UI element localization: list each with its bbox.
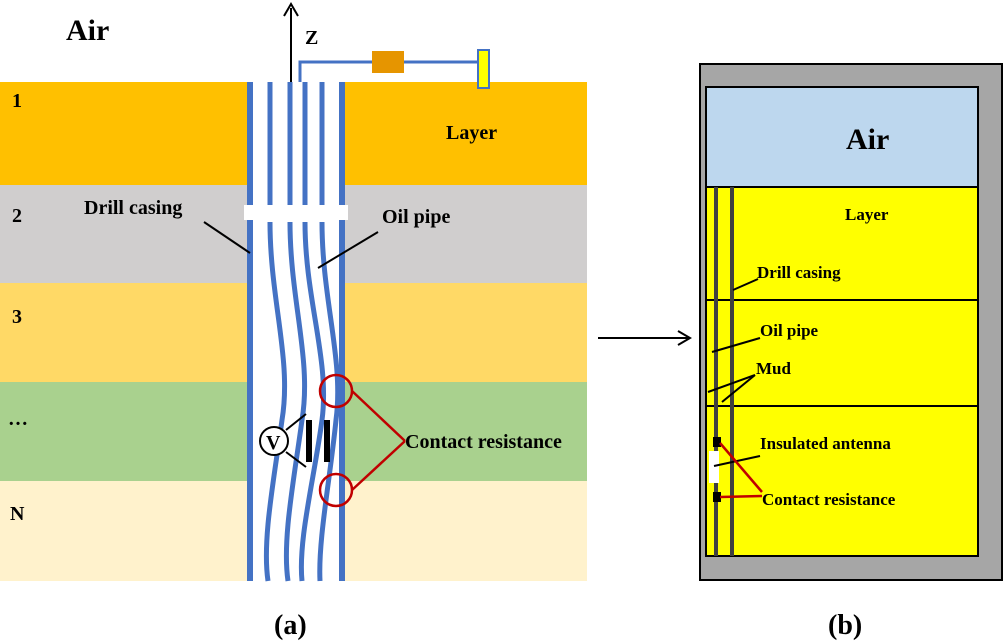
contact-resistance-label-a: Contact resistance <box>405 431 562 453</box>
layer-label-b: Layer <box>845 205 889 224</box>
z-axis <box>283 2 299 82</box>
panel-b: Air Layer Drill casing Oil pipe Mud Insu… <box>699 63 1003 641</box>
mud-leader-right <box>721 374 756 403</box>
air-region-b <box>705 86 979 188</box>
casing-break <box>244 205 348 220</box>
insulated-antenna-label-b: Insulated antenna <box>760 434 891 453</box>
surface-source-box <box>372 51 404 73</box>
surface-electrode <box>477 49 490 89</box>
contact-resistance-label-b: Contact resistance <box>762 490 896 509</box>
oil-pipe <box>263 82 341 582</box>
panel-a: Z Air 1 2 3 … N Layer Drill casing Oil p… <box>0 2 587 641</box>
air-label-b: Air <box>846 123 889 156</box>
drill-casing-label-b: Drill casing <box>757 263 841 282</box>
contact-resistance-lower-b <box>713 492 721 502</box>
air-label-a: Air <box>66 14 109 47</box>
contact-resistance-upper-b <box>713 437 721 447</box>
layer-1-label: 1 <box>12 90 22 112</box>
drill-casing-leader-a <box>203 221 251 254</box>
layer-3-label: 3 <box>12 306 22 328</box>
oil-pipe-line-b <box>714 187 718 556</box>
caption-b: (b) <box>828 610 862 641</box>
oil-pipe-label-b: Oil pipe <box>760 321 819 340</box>
voltmeter-symbol: V <box>266 432 281 454</box>
layer-region-b2 <box>705 299 979 407</box>
mud-leader-left <box>707 374 756 393</box>
contact-resistance-leader-b-upper <box>719 442 763 493</box>
electrode-left <box>306 420 312 462</box>
contact-resistance-leader-lower <box>351 440 406 491</box>
layer-2-label: 2 <box>12 205 22 227</box>
drill-casing-label-a: Drill casing <box>84 197 182 219</box>
surface-cable <box>298 49 490 89</box>
z-axis-label: Z <box>305 27 318 49</box>
transform-arrow <box>598 330 692 346</box>
drill-casing <box>247 82 345 581</box>
insulated-antenna-b <box>709 451 719 483</box>
layer-n-label: N <box>10 503 25 525</box>
oil-pipe-leader-a <box>317 231 379 269</box>
layer-label-a: Layer <box>446 122 497 144</box>
oil-pipe-label-a: Oil pipe <box>382 206 450 228</box>
drill-casing-leader-b <box>732 278 759 291</box>
contact-resistance-leader-upper <box>351 390 406 442</box>
caption-a: (a) <box>274 610 307 641</box>
electrode-right <box>324 420 330 462</box>
oil-pipe-leader-b <box>711 337 761 353</box>
drill-casing-line-b <box>730 187 734 556</box>
voltmeter: V <box>259 413 307 468</box>
layer-dots-label: … <box>8 408 28 430</box>
layer-region-b3 <box>705 405 979 557</box>
contact-resistance-leader-b-lower <box>719 494 763 499</box>
mud-label-b: Mud <box>756 359 792 378</box>
